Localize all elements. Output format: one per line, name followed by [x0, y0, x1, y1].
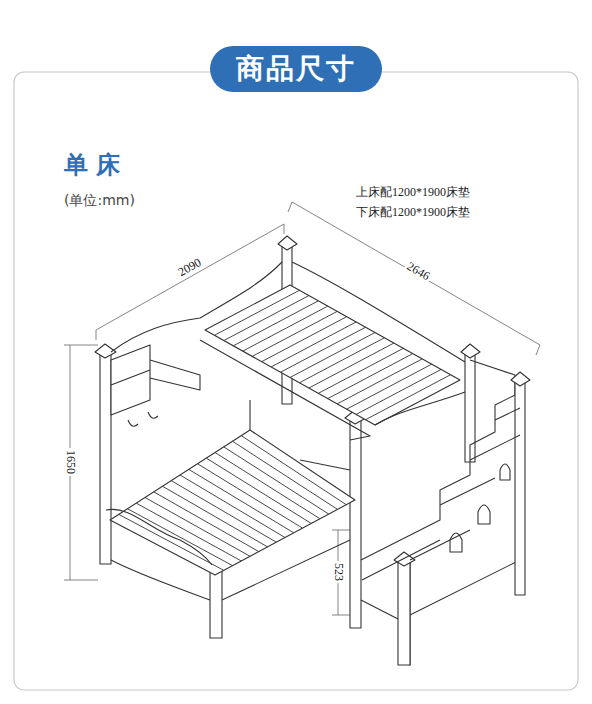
slat: [347, 364, 432, 409]
slat: [243, 306, 328, 351]
slat: [214, 290, 299, 335]
slat: [318, 348, 403, 393]
slat: [262, 317, 347, 362]
title-band: 商品尺寸: [210, 46, 382, 92]
section-heading: 单 床: [64, 152, 120, 180]
slat: [366, 375, 451, 420]
slat: [241, 436, 346, 505]
unit-note: (单位:mm): [64, 192, 135, 208]
slat: [309, 343, 394, 388]
slat: [180, 475, 285, 538]
bed-slats: [119, 290, 451, 570]
dimension-lines: [64, 202, 540, 615]
slat: [356, 369, 441, 414]
frame-border: [14, 72, 578, 690]
slat: [281, 327, 366, 372]
slat: [328, 354, 413, 399]
slat: [224, 296, 309, 341]
slat: [233, 441, 338, 509]
slat: [215, 453, 320, 519]
slat: [206, 458, 311, 523]
mattress-note: 上床配1200*1900床垫: [356, 186, 470, 200]
slat: [198, 464, 303, 528]
slat: [337, 359, 422, 404]
title-text: 商品尺寸: [236, 52, 356, 86]
slat: [224, 447, 329, 514]
mattress-note: 下床配1200*1900床垫: [356, 206, 470, 220]
slat: [233, 301, 318, 346]
slat: [290, 333, 375, 378]
slat: [171, 481, 276, 543]
slat: [252, 311, 337, 356]
slat: [271, 322, 356, 367]
bed-lines: [64, 202, 540, 665]
dimension-value: 523: [331, 561, 345, 583]
dimension-value: 1650: [63, 448, 77, 476]
slat: [189, 469, 294, 532]
dimension-value: 2646: [402, 259, 433, 285]
slat: [299, 338, 384, 383]
